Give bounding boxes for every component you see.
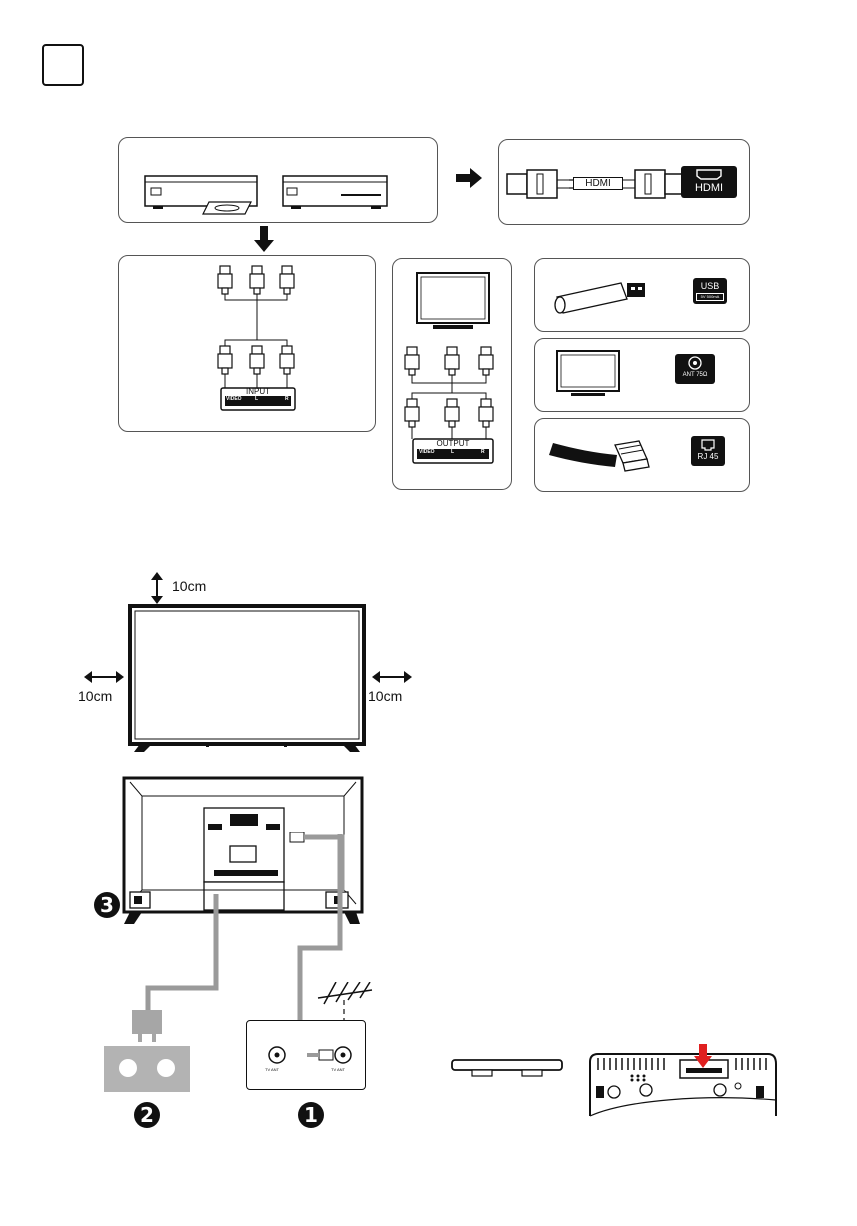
usb-port-sub: 5V 500mA (696, 293, 724, 301)
card-slot-closeup-illustration (586, 1030, 778, 1118)
tv-front-illustration (126, 602, 368, 752)
av-input-video-label: VIDEO (226, 396, 242, 402)
wall-plate-left-port-label: TV ANT (265, 1067, 279, 1072)
tv-side-view-illustration (448, 1058, 566, 1082)
step-2-badge: 2 (134, 1102, 160, 1128)
horizontal-double-arrow-icon (84, 670, 124, 684)
lan-port-label: RJ 45 (691, 452, 725, 462)
usb-panel: USB 5V 500mA (534, 258, 750, 332)
av-output-right-label: R (481, 449, 485, 455)
vertical-double-arrow-icon (150, 572, 164, 604)
clearance-right-label: 10cm (368, 688, 402, 704)
av-output-title: OUTPUT (413, 439, 493, 448)
tv-antenna-illustration (535, 339, 749, 411)
av-input-title: INPUT (221, 387, 295, 396)
av-input-right-label: R (285, 396, 289, 402)
antenna-port-label: ANT 75Ω (675, 370, 715, 380)
rj45-port-icon (691, 436, 725, 452)
hdmi-port-badge: HDMI (681, 166, 737, 198)
step-3-badge: 3 (94, 892, 120, 918)
hdmi-panel: HDMI HDMI (498, 139, 750, 225)
antenna-port-badge: ANT 75Ω (675, 354, 715, 384)
arrow-down-icon (254, 226, 274, 252)
horizontal-double-arrow-icon (372, 670, 412, 684)
av-output-panel: OUTPUT VIDEO L R (392, 258, 512, 490)
hdmi-port-icon (681, 166, 737, 182)
wall-plate-right-port-label: TV ANT (331, 1067, 345, 1072)
av-input-panel: INPUT VIDEO L R (118, 255, 376, 432)
hdmi-port-label: HDMI (681, 182, 737, 194)
power-plug-and-socket-illustration (104, 1010, 190, 1092)
wall-plate-ports-illustration (247, 1021, 365, 1089)
step-1-badge: 1 (298, 1102, 324, 1128)
page-corner-box (42, 44, 84, 86)
coax-port-icon (675, 354, 715, 370)
lan-panel: RJ 45 (534, 418, 750, 492)
arrow-right-icon (456, 168, 482, 188)
av-output-video-label: VIDEO (419, 449, 435, 455)
antenna-wall-plate: TV ANT TV ANT (246, 1020, 366, 1090)
av-output-left-label: L (451, 449, 454, 455)
dvd-player-and-set-top-box-illustration (119, 138, 437, 222)
clearance-left-label: 10cm (78, 688, 112, 704)
usb-port-label: USB (693, 280, 727, 292)
hdmi-cable-label: HDMI (573, 177, 623, 190)
clearance-top-label: 10cm (172, 578, 206, 594)
insert-card-arrow-icon (694, 1044, 712, 1068)
usb-port-badge: USB 5V 500mA (693, 278, 727, 304)
source-devices-panel (118, 137, 438, 223)
lan-port-badge: RJ 45 (691, 436, 725, 466)
av-input-left-label: L (255, 396, 258, 402)
av-cables-input-illustration (119, 256, 375, 431)
antenna-panel: ANT 75Ω (534, 338, 750, 412)
